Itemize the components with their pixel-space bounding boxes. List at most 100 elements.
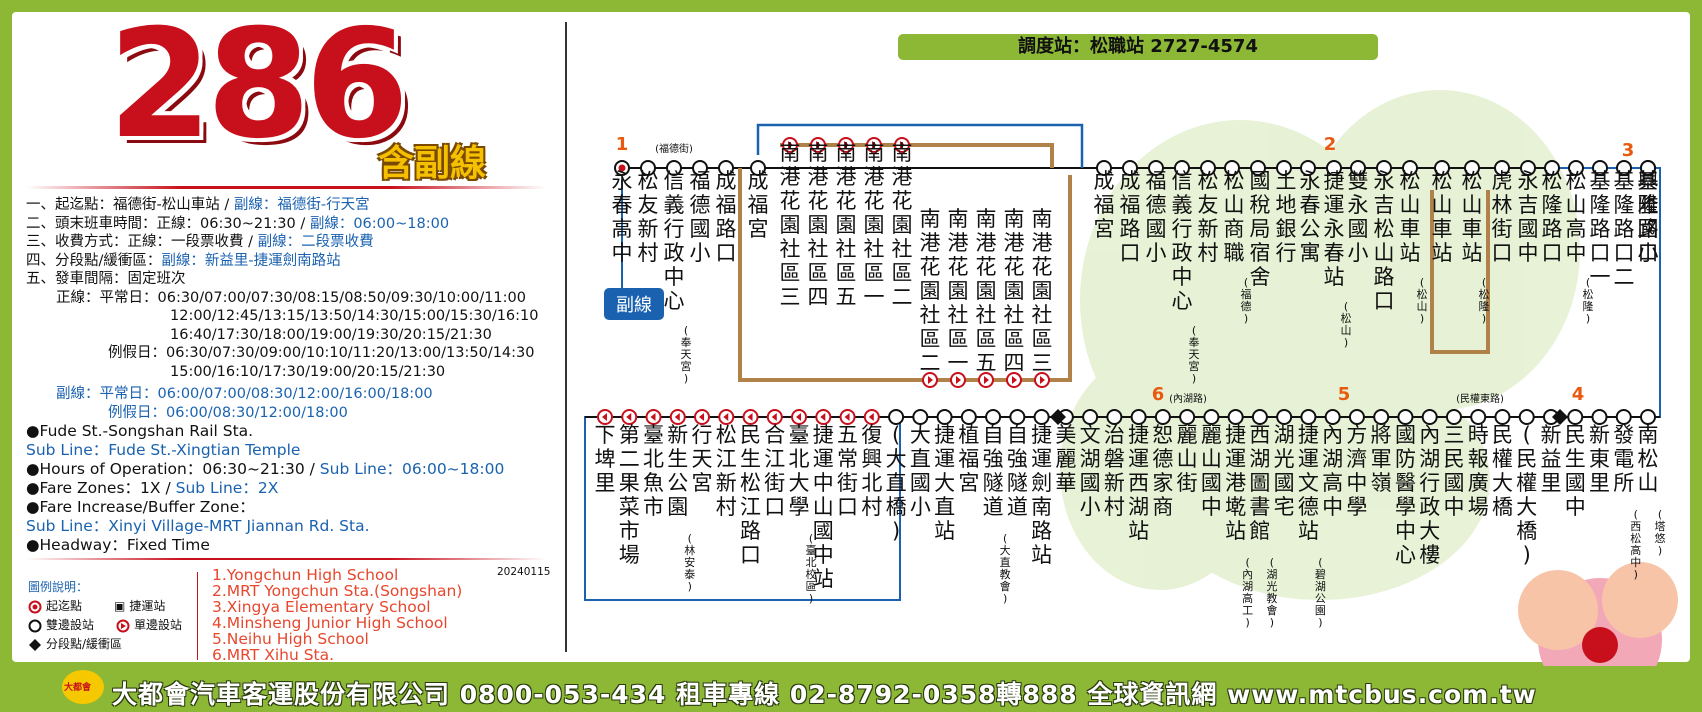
svg-text:文: 文 — [1080, 423, 1101, 447]
print-date: 20240115 — [497, 566, 551, 578]
svg-text:新: 新 — [1540, 423, 1561, 447]
svg-text:宮: 宮 — [1189, 359, 1200, 373]
svg-text:區: 區 — [920, 327, 941, 351]
stop-marker — [936, 409, 953, 425]
svg-text:社: 社 — [920, 303, 941, 327]
svg-text:宅: 宅 — [1274, 495, 1295, 519]
info-row: ●Hours of Operation：06:30~21:30 / Sub Li… — [26, 460, 505, 478]
svg-text:): ) — [1270, 616, 1274, 629]
svg-text:路: 路 — [716, 217, 737, 241]
svg-text:橋: 橋 — [886, 495, 907, 519]
schedule-row: 副線：平常日：06:00/07:00/08:30/12:00/16:00/18:… — [56, 386, 433, 402]
svg-text:行: 行 — [692, 423, 713, 447]
svg-text:五: 五 — [837, 423, 858, 447]
svg-text:吉: 吉 — [1518, 193, 1539, 217]
sub-line-badge: 含副線 — [378, 143, 487, 184]
stop-name-bottom: 美麗華 — [1055, 423, 1076, 495]
svg-text:港: 港 — [1032, 231, 1053, 255]
svg-text:二: 二 — [920, 351, 941, 375]
svg-text:): ) — [892, 519, 900, 543]
svg-text:山: 山 — [1177, 447, 1198, 471]
svg-text:塔: 塔 — [1655, 520, 1666, 533]
svg-text:光: 光 — [1274, 447, 1295, 471]
svg-text:村: 村 — [638, 241, 659, 265]
legend-item: 雙邊設站 單邊設站 — [28, 616, 182, 635]
svg-text:): ) — [1192, 372, 1196, 385]
info-row: ●Fare Increase/Buffer Zone： — [26, 498, 255, 516]
stop-marker — [922, 372, 938, 388]
svg-text:民: 民 — [740, 423, 761, 447]
svg-text:碧: 碧 — [1315, 568, 1326, 581]
svg-text:區: 區 — [1032, 327, 1053, 351]
loop-line — [1430, 190, 1490, 354]
svg-text:(: ( — [1344, 300, 1348, 313]
svg-text:花: 花 — [892, 189, 913, 213]
svg-text:行: 行 — [1172, 217, 1193, 241]
svg-text:奉: 奉 — [681, 335, 692, 349]
svg-text:山: 山 — [813, 495, 834, 519]
svg-text:光: 光 — [1266, 579, 1277, 593]
stop-marker — [1615, 409, 1632, 425]
svg-text:福: 福 — [958, 447, 979, 471]
svg-text:國: 國 — [690, 217, 711, 241]
svg-text:文: 文 — [1298, 471, 1319, 495]
svg-text:新: 新 — [716, 471, 737, 495]
svg-text:永: 永 — [612, 169, 633, 193]
stop-name-top: 松山車站 — [1432, 169, 1453, 265]
svg-text:路: 路 — [1638, 217, 1659, 241]
segment-point-icon — [1050, 409, 1066, 425]
svg-text:社: 社 — [948, 303, 969, 327]
street-label: (福德街) — [655, 142, 693, 155]
landmark-number: 6 — [1152, 384, 1165, 405]
svg-text:): ) — [1658, 544, 1662, 557]
svg-text:方: 方 — [1346, 423, 1367, 447]
sub-line-tag: 副線 — [604, 288, 664, 320]
svg-text:興: 興 — [861, 447, 882, 471]
stop-name-top: 成福宮 — [748, 169, 769, 241]
svg-text:花: 花 — [864, 189, 885, 213]
schedule-row: 15:00/16:10/17:30/19:00/20:15/21:30 — [170, 363, 446, 380]
svg-text:一: 一 — [1590, 265, 1611, 289]
landmark-number: 2 — [1324, 134, 1337, 155]
svg-text:山: 山 — [1417, 300, 1428, 313]
svg-text:村: 村 — [716, 495, 737, 519]
stop-name-bottom: 發電所 — [1613, 423, 1634, 495]
svg-text:站: 站 — [1324, 265, 1345, 289]
svg-text:生: 生 — [667, 447, 688, 471]
svg-text:村: 村 — [1104, 495, 1125, 519]
stop-name-bottom: 植福宮 — [958, 423, 979, 495]
svg-text:南: 南 — [836, 141, 857, 165]
svg-text:春: 春 — [612, 193, 633, 217]
svg-text:湖: 湖 — [1128, 495, 1149, 519]
stop-marker — [1034, 372, 1050, 388]
svg-text:): ) — [1244, 312, 1248, 325]
stop-marker — [1203, 409, 1220, 425]
svg-text:大: 大 — [1516, 495, 1537, 519]
svg-text:友: 友 — [1198, 193, 1219, 217]
svg-text:小: 小 — [1348, 241, 1369, 265]
svg-text:南: 南 — [892, 141, 913, 165]
svg-text:商: 商 — [1152, 495, 1173, 519]
svg-text:口: 口 — [837, 495, 858, 519]
svg-text:所: 所 — [1613, 471, 1634, 495]
svg-text:區: 區 — [892, 261, 913, 285]
schedule-row: 例假日：06:30/07:30/09:00/10:10/11:20/13:00/… — [108, 345, 535, 361]
landmark-number: 4 — [1572, 384, 1585, 405]
legend: 圖例說明： 起迄點 ▣捷運站 雙邊設站 單邊設站 分段點/緩衝區 — [28, 578, 182, 654]
stop-marker — [1640, 160, 1656, 176]
stop-marker — [1033, 409, 1050, 425]
svg-text:社: 社 — [892, 237, 913, 261]
svg-text:直: 直 — [886, 471, 907, 495]
svg-text:權: 權 — [1516, 471, 1537, 495]
